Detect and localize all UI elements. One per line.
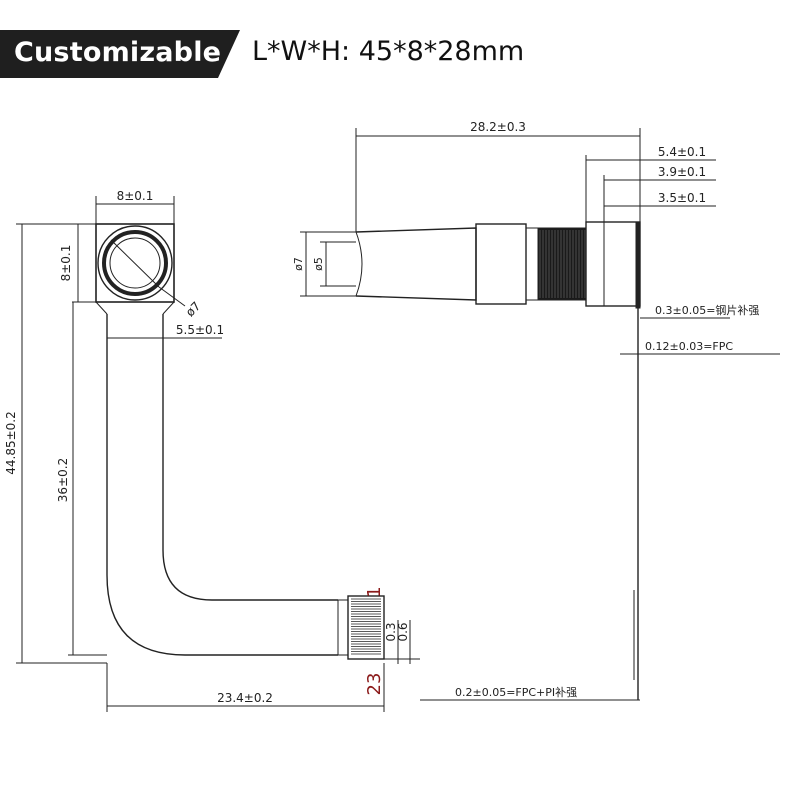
lens-ring	[102, 230, 168, 296]
thread-lines	[539, 230, 586, 298]
pi-stiffener-label: 0.2±0.05=FPC+PI补强	[455, 686, 577, 699]
lens-leader-line	[158, 286, 186, 307]
pitch-a-label: 0.3	[384, 622, 398, 641]
steel-stiffener-label: 0.3±0.05=钢片补强	[655, 304, 759, 317]
dim-total-length-label: 28.2±0.3	[470, 120, 526, 134]
fpc-thickness-label: 0.12±0.03=FPC	[645, 340, 733, 353]
barrel-front-curve	[355, 231, 363, 297]
dimensions-label: L*W*H: 45*8*28mm	[252, 36, 525, 67]
connector-stiffener	[337, 599, 349, 656]
dim-side-height-label: 8±0.1	[59, 245, 73, 282]
holder-collar	[525, 227, 539, 301]
dim-a-label: 5.4±0.1	[658, 145, 706, 159]
camera-module-body	[95, 223, 175, 303]
connector-pins	[351, 598, 381, 655]
dim-total-height-label: 44.85±0.2	[4, 411, 18, 475]
dim-total-width-label: 23.4±0.2	[217, 691, 273, 705]
header: Customizable L*W*H: 45*8*28mm	[0, 0, 800, 110]
pin-last-label: 23	[364, 673, 385, 696]
lens-holder	[475, 223, 527, 305]
pitch-b-label: 0.6	[396, 622, 410, 641]
customizable-badge: Customizable	[0, 30, 240, 78]
badge-label: Customizable	[14, 37, 222, 68]
side-view	[300, 128, 780, 701]
dim-c-label: 3.5±0.1	[658, 191, 706, 205]
lens-outer-circle	[97, 225, 173, 301]
front-view	[16, 196, 420, 712]
dim-fpc-width-label: 5.5±0.1	[176, 323, 224, 337]
dim-top-width-label: 8±0.1	[117, 189, 154, 203]
lens-diameter-line	[110, 239, 160, 288]
neck-right	[162, 301, 175, 315]
lens-inner-circle	[109, 237, 161, 289]
neck-left	[95, 301, 108, 315]
outer-diameter-label: ø7	[292, 257, 305, 271]
inner-diameter-label: ø5	[312, 257, 325, 271]
lens-diameter-label: ø7	[183, 299, 203, 319]
steel-stiffener	[635, 221, 641, 309]
module-housing	[585, 221, 641, 307]
fpc-inner-edge	[162, 314, 338, 601]
pin-first-label: 1	[364, 586, 385, 597]
fpc-outer-edge	[106, 314, 338, 656]
dim-fpc-height-label: 36±0.2	[56, 458, 70, 502]
dim-b-label: 3.9±0.1	[658, 165, 706, 179]
lens-barrel	[355, 227, 477, 301]
fpc-connector	[347, 595, 385, 660]
